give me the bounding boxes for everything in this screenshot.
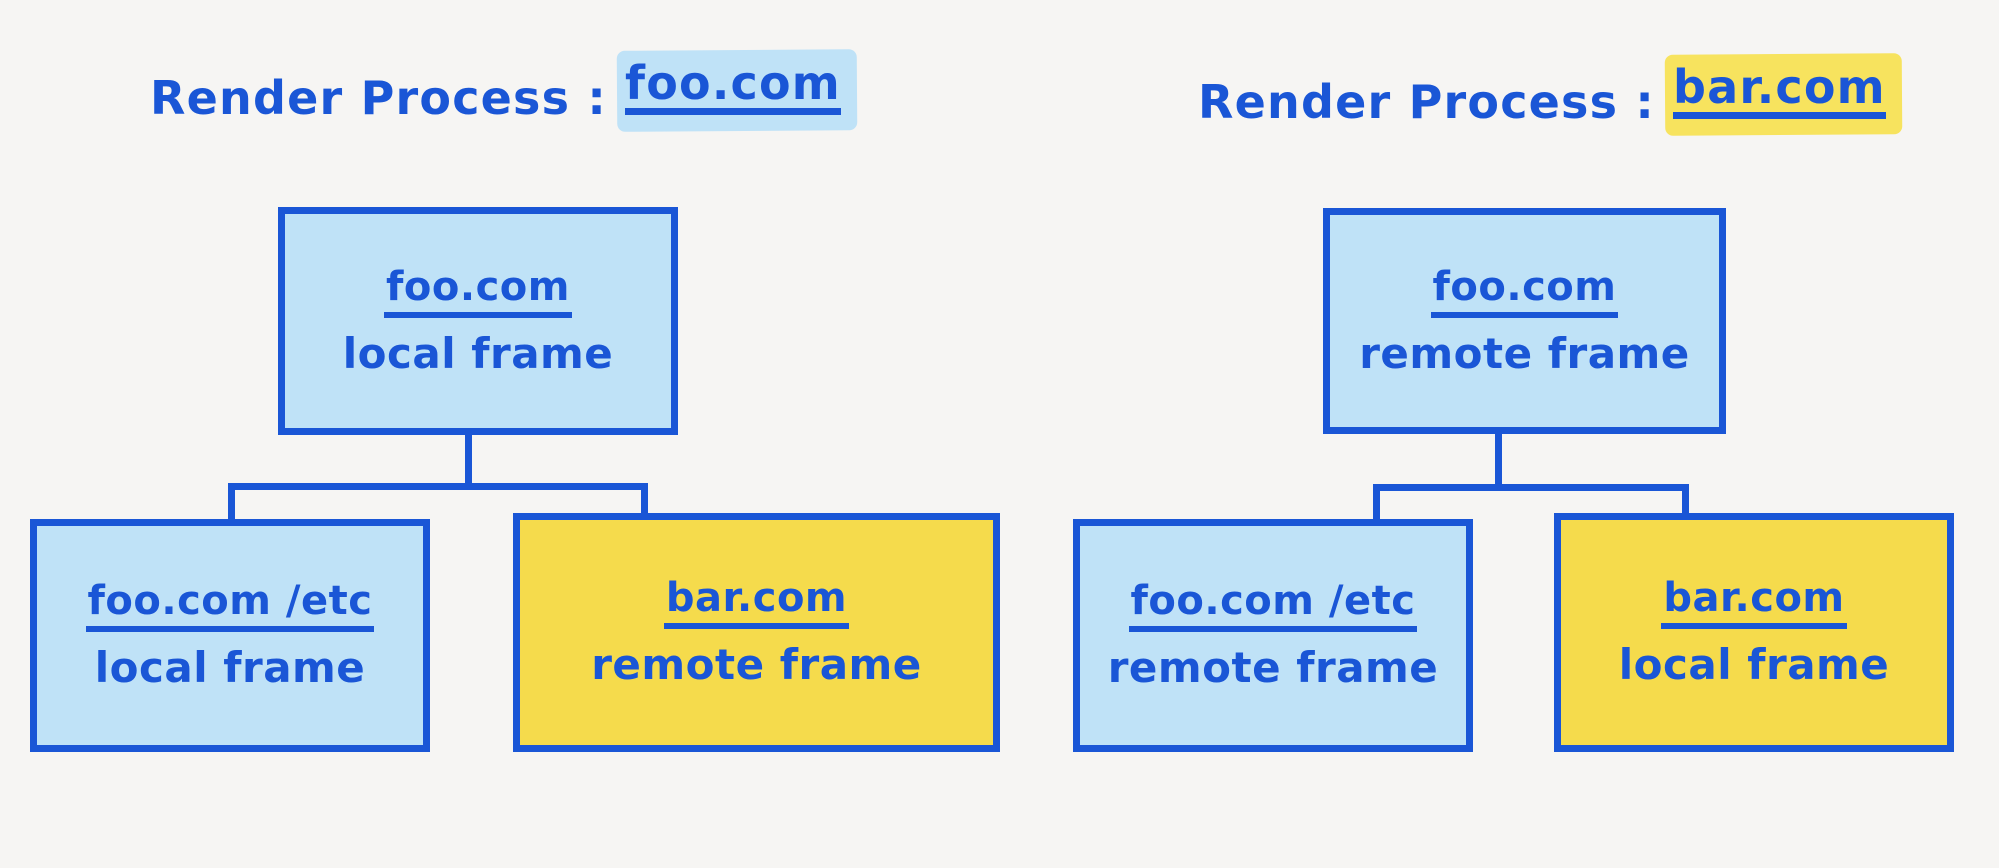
connector-drop-left-child1 [228,483,235,525]
process-title-origin-bar: bar.com [1664,53,1903,136]
frame-kind: remote frame [1107,643,1439,693]
frame-origin: foo.com [1430,266,1619,318]
frame-origin: foo.com /etc [85,580,375,633]
process-title-label-bar: Render Process : [1198,75,1656,129]
frame-kind: remote frame [1359,328,1690,378]
connector-bar-left [228,483,648,490]
frame-origin: bar.com [663,577,850,630]
frame-node-foo-root[interactable]: foo.com local frame [278,207,678,435]
process-origin-text-foo: foo.com [625,60,841,115]
connector-stem-right [1495,433,1502,489]
frame-origin: foo.com /etc [1128,580,1418,633]
frame-node-bar-root[interactable]: foo.com remote frame [1323,208,1726,434]
process-origin-text-bar: bar.com [1673,64,1886,119]
process-title-bar: Render Process : bar.com [1198,53,1903,136]
connector-drop-left-child2 [641,483,648,525]
connector-drop-right-child1 [1373,484,1380,526]
connector-bar-right [1373,484,1689,491]
frame-node-bar-child-1[interactable]: foo.com /etc remote frame [1073,519,1473,752]
frame-kind: local frame [94,643,366,693]
frame-kind: local frame [1618,640,1890,690]
frame-origin: foo.com [384,266,572,318]
connector-drop-right-child2 [1682,484,1689,522]
process-title-origin-foo: foo.com [616,49,858,132]
frame-node-foo-child-1[interactable]: foo.com /etc local frame [30,519,430,752]
connector-stem-left [465,430,472,488]
frame-origin: bar.com [1661,577,1847,630]
process-title-label-foo: Render Process : [150,71,608,125]
frame-kind: local frame [342,328,614,378]
frame-node-bar-child-2[interactable]: bar.com local frame [1554,513,1954,752]
process-title-foo: Render Process : foo.com [150,49,858,132]
frame-kind: remote frame [591,640,922,690]
frame-node-foo-child-2[interactable]: bar.com remote frame [513,513,1000,752]
